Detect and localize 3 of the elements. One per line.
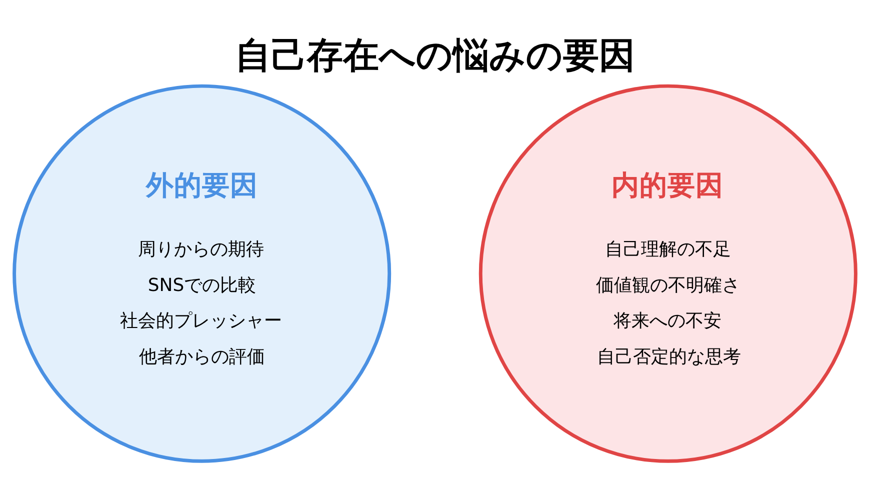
- node-circle: 外的要因 周りからの期待 SNSでの比較 社会的プレッシャー 他者からの評価: [12, 84, 392, 463]
- node-circle: 内的要因 自己理解の不足 価値観の不明確さ 将来への不安 自己否定的な思考: [478, 84, 858, 463]
- diagram-title: 自己存在への悩みの要因: [235, 35, 636, 76]
